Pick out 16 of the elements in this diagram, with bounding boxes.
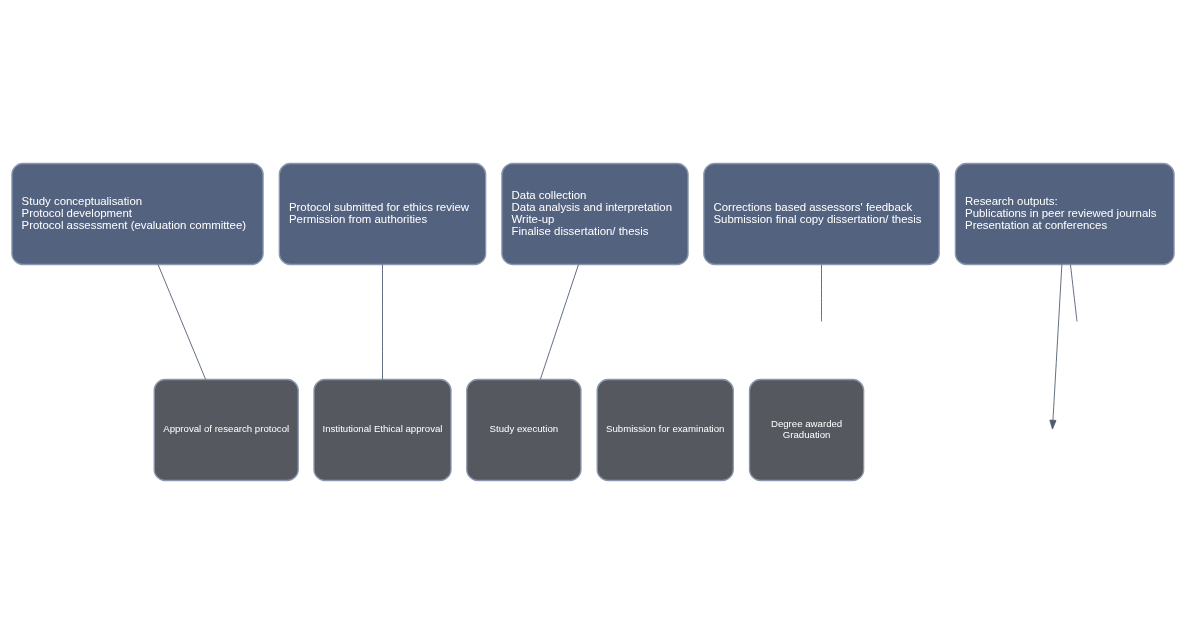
node-box: Corrections based assessors' feedback Submission final copy dissertation/ thesis (703, 162, 940, 266)
node-box: Study execution (466, 378, 582, 482)
connector (157, 264, 207, 380)
node-box: Protocol submitted for ethics review Permission from authorities (278, 162, 487, 266)
arrow (1049, 264, 1063, 430)
connector (539, 264, 579, 380)
node-box: Approval of research protocol (153, 378, 299, 482)
node-box: Submission for examination (596, 378, 734, 482)
node-box: Research outputs: Publications in peer reviewed journals Presentation at conferences (954, 162, 1175, 266)
connector (821, 264, 822, 322)
connector (382, 264, 383, 380)
connector (1070, 264, 1078, 322)
node-box: Degree awarded Graduation (748, 378, 865, 482)
node-box: Study conceptualisation Protocol development Protocol assessment (evaluation committee) (11, 162, 264, 266)
node-box: Institutional Ethical approval (313, 378, 452, 482)
node-box: Data collection Data analysis and interpretation Write-up Finalise dissertation/ thesis (501, 162, 689, 266)
